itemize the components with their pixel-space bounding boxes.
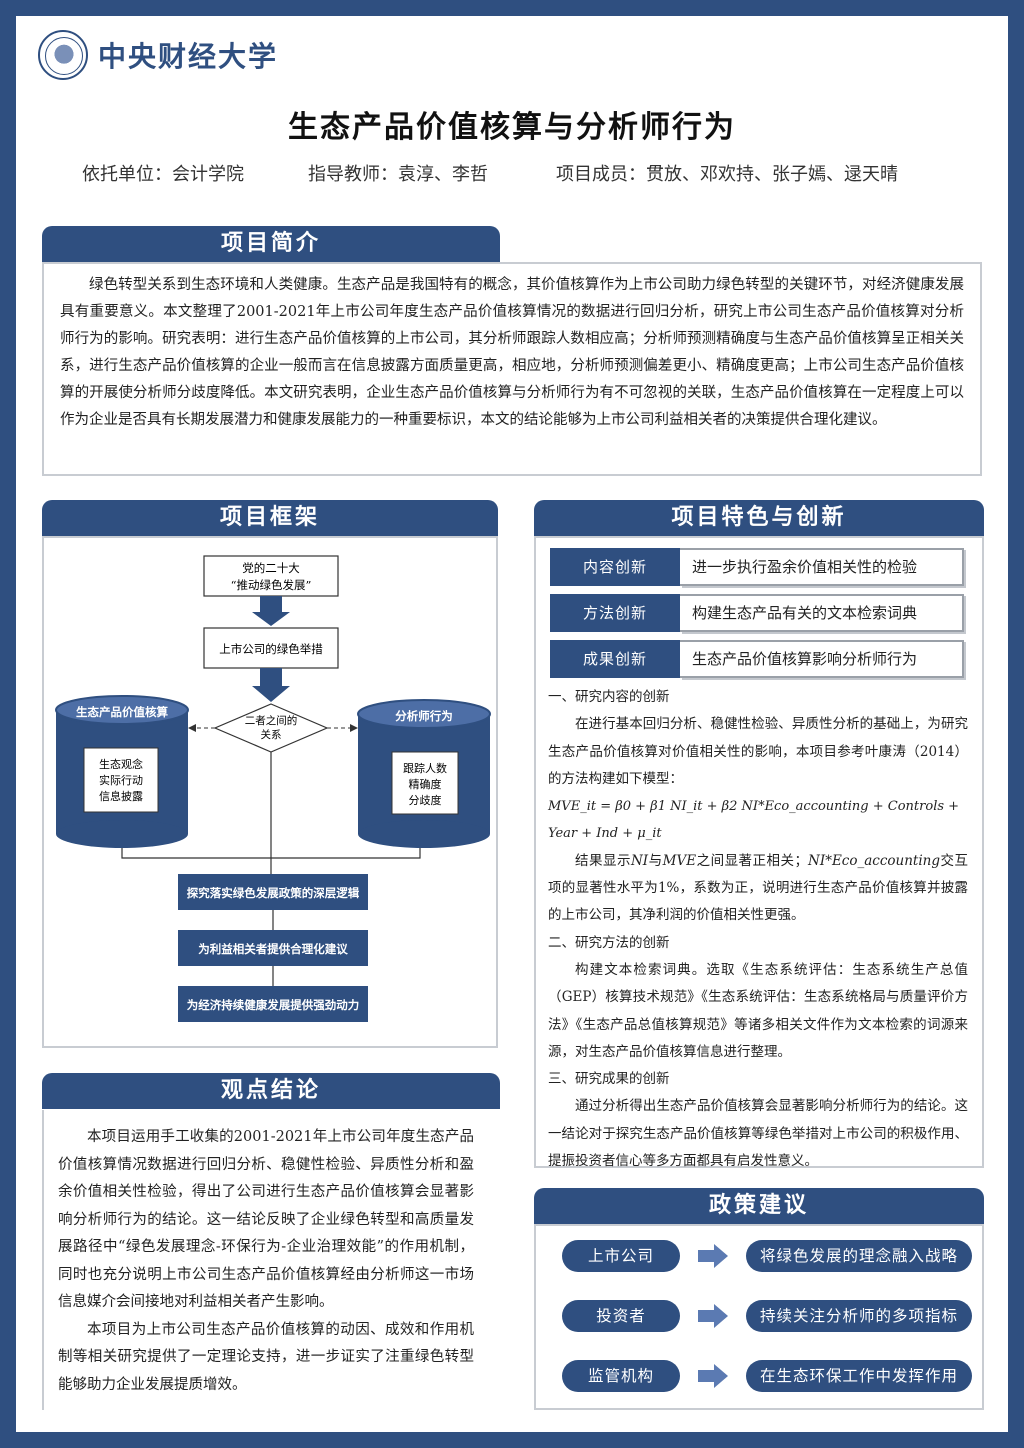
right-cyl-line: 精确度: [409, 777, 442, 791]
step-2-text: 为利益相关者提供合理化建议: [198, 942, 348, 956]
left-cyl-line: 生态观念: [99, 757, 143, 771]
section-title: 三、研究成果的创新: [548, 1071, 670, 1088]
innovation-tag: 方法创新: [550, 594, 680, 632]
arrow-left-icon: [188, 724, 196, 732]
arrow-right-icon: [714, 1364, 728, 1388]
policy-who: 上市公司: [562, 1240, 680, 1272]
intro-heading: 项目简介: [42, 226, 500, 262]
innovation-text: 生态产品价值核算影响分析师行为: [680, 640, 964, 678]
step-box-2: [178, 930, 368, 966]
university-logo: 中央财经大学: [38, 30, 278, 80]
top-box: [203, 555, 339, 597]
framework-heading: 项目框架: [42, 500, 498, 536]
step-1-text: 探究落实绿色发展政策的深层逻辑: [187, 886, 360, 900]
top-box-line2: “推动绿色发展”: [231, 578, 312, 592]
arrow-right-icon: [350, 724, 358, 732]
policy-what: 持续关注分析师的多项指标: [746, 1300, 972, 1332]
conclusion-box: 本项目运用手工收集的2001-2021年上市公司年度生态产品价值核算情况数据进行…: [42, 1110, 500, 1410]
host-unit: 依托单位：会计学院: [82, 164, 244, 185]
members: 项目成员：贯放、邓欢持、张子嫣、逯天晴: [556, 164, 898, 185]
advisor: 指导教师：袁淳、李哲: [308, 164, 488, 185]
step-box-3: [178, 986, 368, 1022]
innovation-s1-p1: 在进行基本回归分析、稳健性检验、异质性分析的基础上，为研究生态产品价值核算对价值…: [548, 716, 968, 787]
innovation-row: 方法创新 构建生态产品有关的文本检索词典: [550, 594, 964, 632]
innovation-s1-p2: 结果显示NI与MVE之间显著正相关；NI*Eco_accounting交互项的显…: [548, 852, 969, 924]
diamond-line2: 关系: [261, 728, 282, 741]
innovation-s3-p: 通过分析得出生态产品价值核算会显著影响分析师行为的结论。这一结论对于探究生态产品…: [548, 1098, 968, 1170]
section-title: 二、研究方法的创新: [548, 934, 670, 951]
policy-what: 将绿色发展的理念融入战略: [746, 1240, 972, 1272]
arrow-right-icon: [714, 1244, 728, 1268]
down-arrow-icon: [252, 668, 290, 702]
intro-text: 绿色转型关系到生态环境和人类健康。生态产品是我国特有的概念，其价值核算作为上市公…: [60, 277, 964, 428]
university-name: 中央财经大学: [98, 40, 279, 73]
framework-box: 党的二十大 “推动绿色发展” 上市公司的绿色举措 二者之间的 关系 生态产品价值…: [42, 536, 498, 1048]
arrow-right-icon: [698, 1370, 714, 1382]
policy-who: 投资者: [562, 1300, 680, 1332]
framework-diagram: 党的二十大 “推动绿色发展” 上市公司的绿色举措 二者之间的 关系 生态产品价值…: [55, 555, 491, 1022]
policy-what: 在生态环保工作中发挥作用: [746, 1360, 972, 1392]
left-cyl-line: 实际行动: [99, 773, 143, 787]
innovation-box: 内容创新 进一步执行盈余价值相关性的检验 方法创新 构建生态产品有关的文本检索词…: [534, 536, 984, 1169]
right-cyl-line: 分歧度: [409, 793, 442, 807]
down-arrow-icon: [252, 596, 290, 626]
arrow-right-icon: [698, 1310, 714, 1322]
relation-diamond: [213, 703, 329, 753]
innovation-row: 成果创新 生态产品价值核算影响分析师行为: [550, 640, 964, 678]
innovation-s2-p: 构建文本检索词典。选取《生态系统评估：生态系统生产总值（GEP）核算技术规范》《…: [548, 961, 968, 1060]
arrow-right-icon: [714, 1304, 728, 1328]
mid-box-text: 上市公司的绿色举措: [219, 642, 323, 656]
arrow-right-icon: [698, 1250, 714, 1262]
innovation-heading: 项目特色与创新: [534, 500, 984, 536]
left-cyl-line: 信息披露: [99, 789, 143, 803]
bracket-line: [121, 848, 421, 859]
diamond-line1: 二者之间的: [245, 714, 298, 727]
policy-heading: 政策建议: [534, 1188, 984, 1224]
poster-title: 生态产品价值核算与分析师行为: [288, 110, 736, 145]
left-cylinder: 生态产品价值核算 生态观念 实际行动 信息披露: [55, 695, 189, 848]
policy-box: 上市公司 将绿色发展的理念融入战略 投资者 持续关注分析师的多项指标 监管机构 …: [534, 1224, 984, 1410]
seal-icon: [38, 30, 88, 80]
conclusion-p2: 本项目为上市公司生态产品价值核算的动因、成效和作用机制等相关研究提供了一定理论支…: [58, 1321, 474, 1393]
innovation-row: 内容创新 进一步执行盈余价值相关性的检验: [550, 548, 964, 586]
right-cyl-line: 跟踪人数: [403, 761, 447, 775]
conclusion-p1: 本项目运用手工收集的2001-2021年上市公司年度生态产品价值核算情况数据进行…: [58, 1129, 474, 1310]
innovation-tag: 内容创新: [550, 548, 680, 586]
model-equation: MVE_it = β0 + β1 NI_it + β2 NI*Eco_accou…: [548, 799, 960, 842]
step-box-1: [178, 874, 368, 910]
left-cylinder-title: 生态产品价值核算: [76, 705, 168, 719]
policy-who: 监管机构: [562, 1360, 680, 1392]
right-cylinder: 分析师行为 跟踪人数 精确度 分歧度: [357, 699, 491, 848]
innovation-details: 一、研究内容的创新 在进行基本回归分析、稳健性检验、异质性分析的基础上，为研究生…: [548, 684, 968, 1175]
intro-box: 绿色转型关系到生态环境和人类健康。生态产品是我国特有的概念，其价值核算作为上市公…: [42, 262, 982, 476]
mid-box: [203, 627, 339, 669]
innovation-text: 构建生态产品有关的文本检索词典: [680, 594, 964, 632]
innovation-tag: 成果创新: [550, 640, 680, 678]
conclusion-heading: 观点结论: [42, 1073, 500, 1109]
section-title: 一、研究内容的创新: [548, 689, 670, 705]
right-cylinder-title: 分析师行为: [395, 709, 453, 723]
top-box-line1: 党的二十大: [242, 561, 300, 575]
step-3-text: 为经济持续健康发展提供强劲动力: [187, 998, 360, 1012]
innovation-text: 进一步执行盈余价值相关性的检验: [680, 548, 964, 586]
